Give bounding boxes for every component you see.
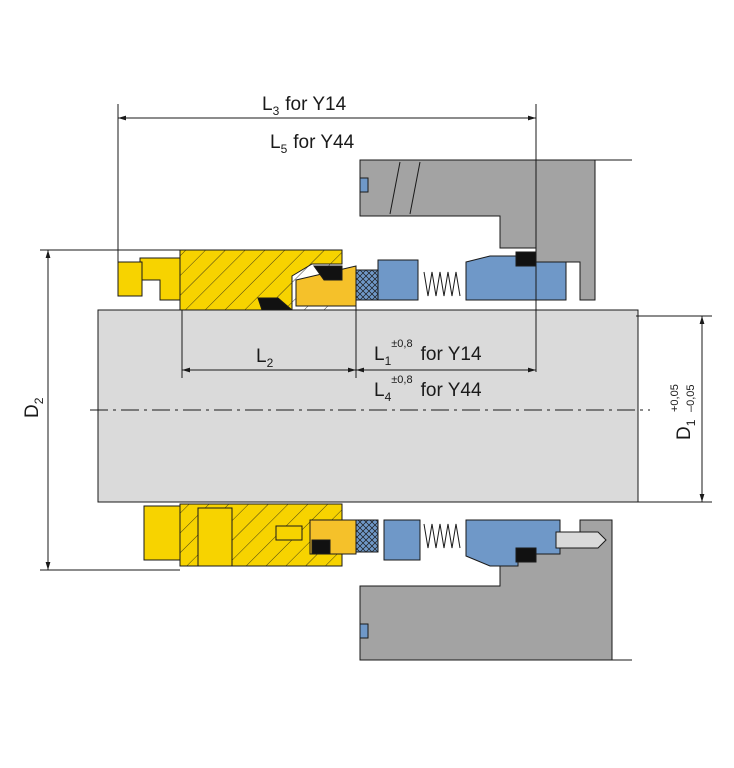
rotating-ring-bottom	[383, 519, 421, 561]
orange-ring-top	[295, 265, 357, 307]
dimension-lines	[40, 104, 712, 571]
housing-oring-top	[359, 177, 369, 193]
rotating-ring-top	[377, 259, 419, 301]
pin-bottom	[275, 525, 303, 541]
stationary-oring-top	[515, 251, 537, 267]
d2-label: D2	[22, 397, 46, 418]
stationary-ring-top	[465, 255, 567, 301]
shaft	[90, 309, 650, 503]
spring-bottom	[423, 523, 461, 549]
d1-label: D1	[674, 419, 698, 440]
collar-bottom	[143, 503, 343, 567]
anti-rotation-pin	[555, 531, 607, 549]
d1-tol-lower: –0,05	[685, 384, 697, 412]
l2-label: L2	[256, 346, 274, 370]
set-screw-head	[117, 261, 143, 297]
spring-top	[423, 271, 461, 297]
d1-tol-upper: +0,05	[669, 384, 681, 412]
collar-oring-top	[257, 297, 294, 311]
set-screw-bottom	[197, 507, 233, 567]
housing-oring-bottom	[359, 623, 369, 639]
